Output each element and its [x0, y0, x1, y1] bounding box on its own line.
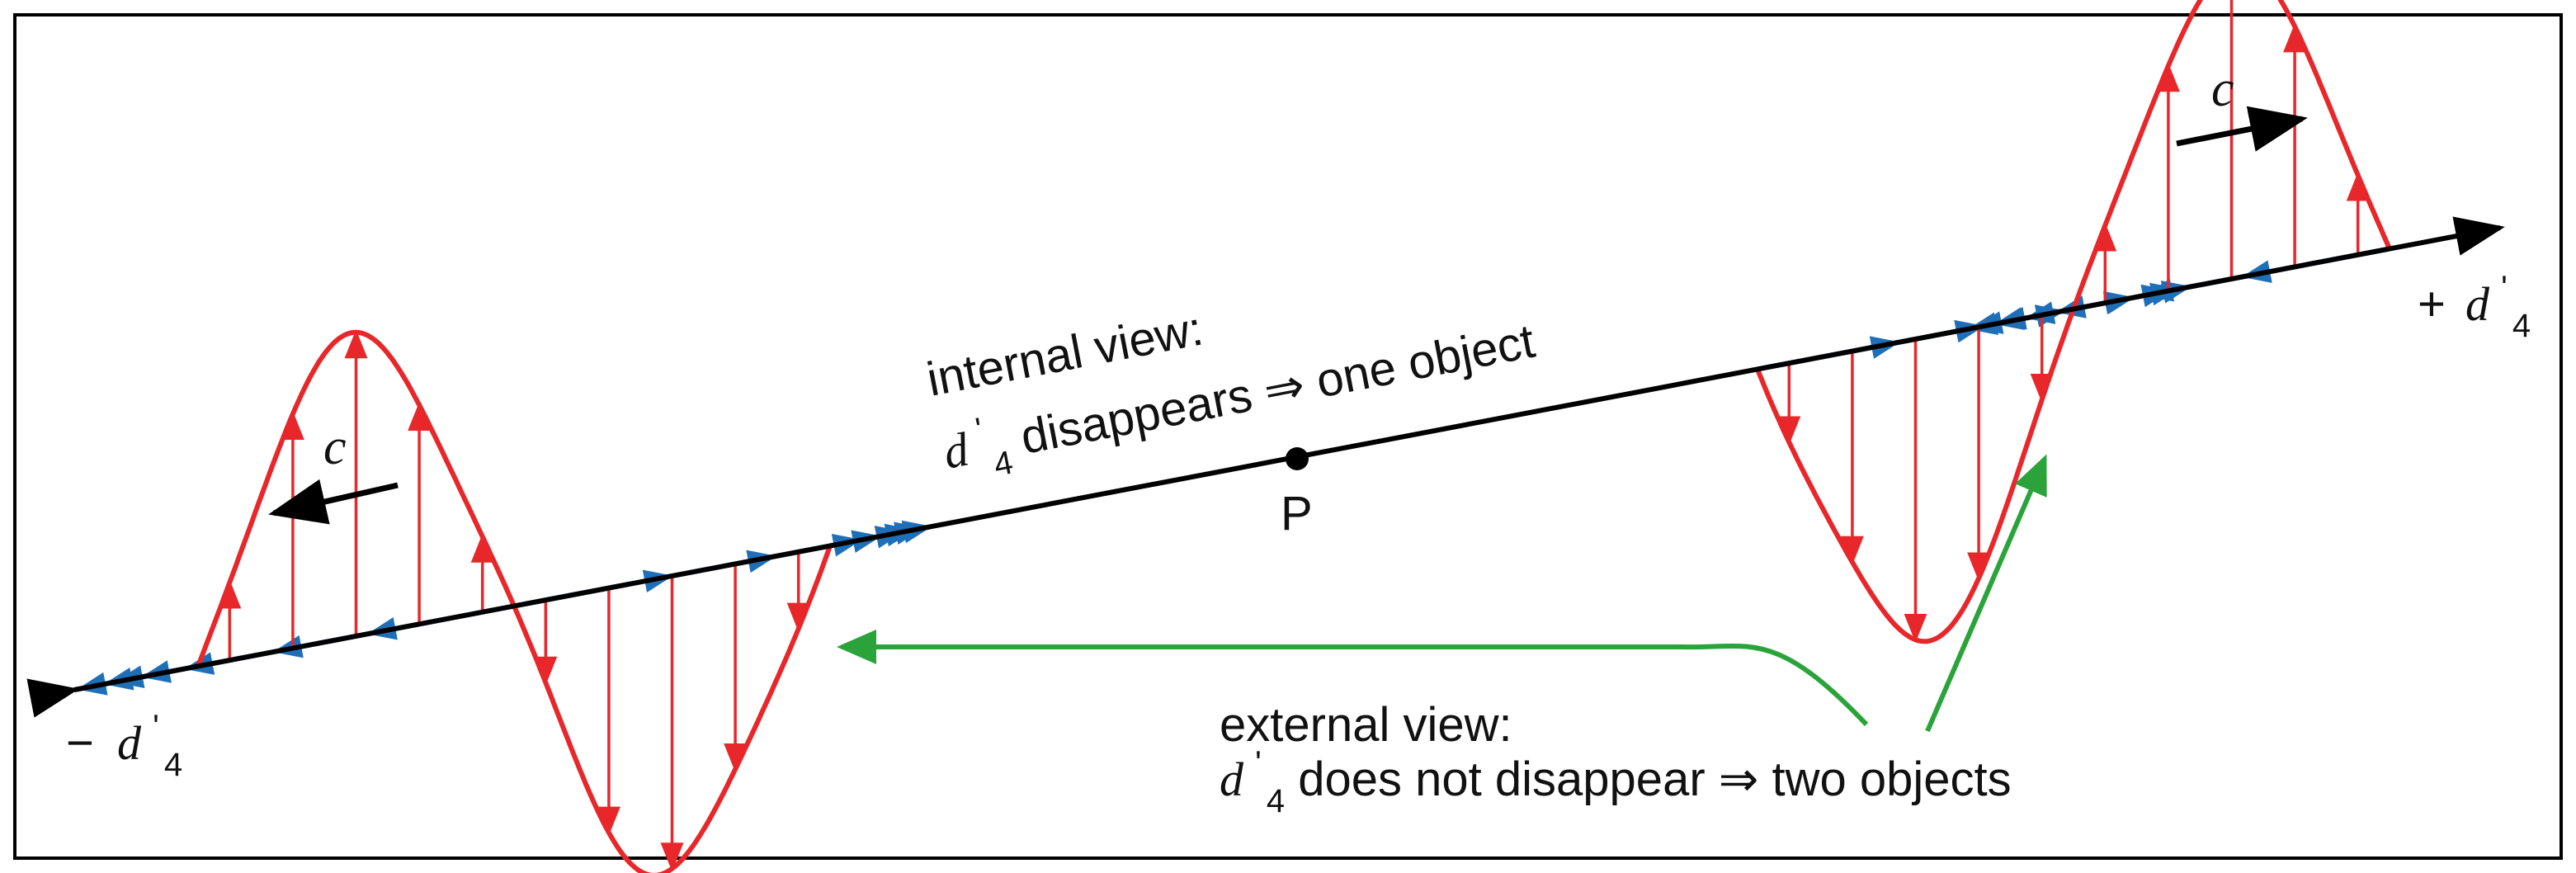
pointer-arrow-left	[837, 630, 1869, 727]
speed-label-left: c	[323, 419, 347, 475]
diagram-frame	[13, 13, 2563, 860]
speed-label-right: c	[2211, 61, 2234, 117]
point-p-dot	[1286, 447, 1309, 470]
axis-label-negative: − d ' 4	[66, 695, 182, 783]
wave-packet-right	[1755, 0, 2392, 644]
point-p-label: P	[1281, 487, 1313, 540]
speed-arrow-left	[268, 479, 399, 525]
pointer-arrow-right	[1925, 454, 2047, 733]
internal-view-statement: d ' 4 disappears ⇒ one object	[935, 293, 1541, 495]
external-view-statement: d ' 4 does not disappear ⇒ two objects	[1220, 731, 2012, 823]
wave-packet-left	[74, 329, 932, 873]
external-view-title: external view:	[1220, 698, 1512, 752]
axis-label-positive: + d ' 4	[2418, 256, 2531, 344]
speed-arrow-right	[2176, 106, 2308, 152]
